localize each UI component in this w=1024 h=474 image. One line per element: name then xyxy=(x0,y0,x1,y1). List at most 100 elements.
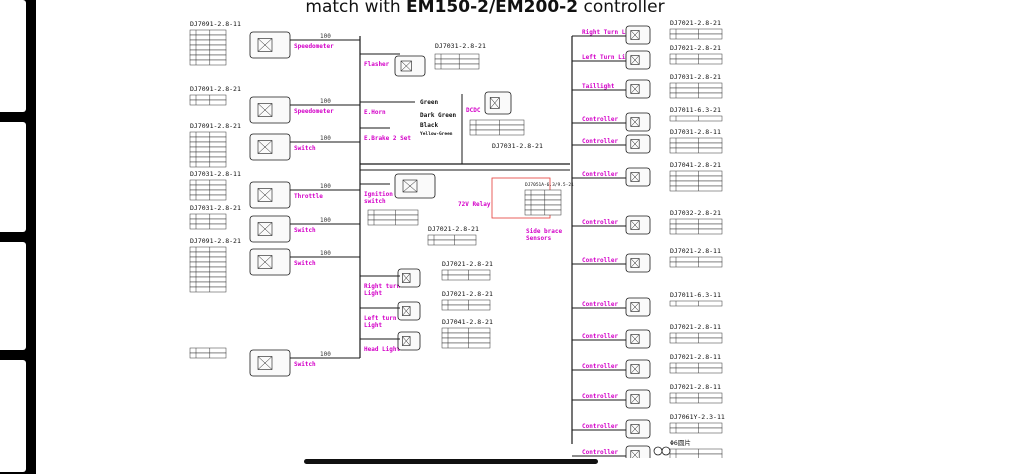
pin-row xyxy=(189,34,227,41)
code-controller: DJ7051A-6.3/9.5-21 xyxy=(525,182,574,188)
connector-socket xyxy=(630,84,640,94)
connector-body xyxy=(625,25,651,45)
label-right-2: Taillight xyxy=(582,83,615,90)
code-right-3: DJ7011-6.3-21 xyxy=(670,106,721,114)
pin-table-left-4 xyxy=(189,213,227,230)
length-left-2: 100 xyxy=(320,135,331,142)
connector-socket xyxy=(402,336,411,346)
connector-body xyxy=(249,215,291,243)
pin-row xyxy=(189,94,227,101)
pin-row xyxy=(669,170,723,177)
pin-row xyxy=(189,276,227,283)
connector-socket xyxy=(402,179,418,193)
label-left-2: Switch xyxy=(294,145,316,152)
code-right-10: DJ7021-2.8-11 xyxy=(670,353,721,361)
connector-body xyxy=(249,96,291,124)
connector-socket xyxy=(630,30,640,40)
connector-socket xyxy=(257,140,273,154)
code-right-13: Φ6圆片 xyxy=(670,438,691,447)
page-thumbnail-4[interactable] xyxy=(0,360,26,472)
label-left-3: Throttle xyxy=(294,193,323,200)
connector-socket xyxy=(630,172,640,182)
connector-right-2 xyxy=(625,79,651,99)
label-right-7: Controller xyxy=(582,257,619,264)
pin-table-controller xyxy=(524,189,562,216)
pin-table-right-11 xyxy=(669,392,723,404)
connector-socket xyxy=(402,306,411,316)
connector-right-7 xyxy=(625,253,651,273)
connector-right-4 xyxy=(625,134,651,154)
connector-socket xyxy=(630,84,640,94)
connector-socket xyxy=(489,97,500,109)
page-thumbnail-2[interactable] xyxy=(0,122,26,232)
connector-code-left-3: DJ7031-2.8-11 xyxy=(190,170,241,178)
pin-row xyxy=(189,59,227,66)
label-left-1: Speedometer xyxy=(294,108,334,115)
connector-code-left-4: DJ7031-2.8-21 xyxy=(190,204,241,212)
connector-socket xyxy=(257,255,273,269)
pin-row xyxy=(524,209,562,216)
connector-body xyxy=(484,91,512,115)
label-left-4: Switch xyxy=(294,227,316,234)
connector-socket xyxy=(257,222,273,236)
ring-terminal xyxy=(661,446,671,456)
pin-row xyxy=(669,261,723,268)
pin-table-right-5 xyxy=(669,170,723,192)
pin-row xyxy=(434,53,480,60)
pin-row xyxy=(189,261,227,268)
pin-row xyxy=(367,209,419,216)
pin-row xyxy=(669,82,723,89)
label-right-5: Controller xyxy=(582,171,619,178)
connector-socket xyxy=(630,394,640,404)
connector-socket xyxy=(630,139,640,149)
connector-socket xyxy=(630,302,640,312)
pin-table-mid-0 xyxy=(427,234,477,246)
pin-row xyxy=(441,332,491,339)
label-right-3: Controller xyxy=(582,116,619,123)
pin-row xyxy=(189,161,227,168)
title-suffix: controller xyxy=(578,0,665,17)
length-left-3: 100 xyxy=(320,183,331,190)
connector-socket xyxy=(630,424,640,434)
connector-socket xyxy=(400,60,412,72)
pin-row xyxy=(367,214,419,221)
connector-socket xyxy=(257,255,273,269)
connector-socket xyxy=(630,364,640,374)
pin-row xyxy=(434,58,480,65)
connector-left-4 xyxy=(249,215,291,243)
page-thumbnail-3[interactable] xyxy=(0,242,26,350)
pin-row xyxy=(189,146,227,153)
pin-row xyxy=(524,204,562,211)
connector-socket xyxy=(630,364,640,374)
pin-table-dj7031-top xyxy=(434,53,480,70)
pin-table-left-1 xyxy=(189,94,227,106)
length-left-0: 100 xyxy=(320,33,331,40)
connector-right-13 xyxy=(625,445,651,458)
pin-row xyxy=(669,92,723,99)
connector-body xyxy=(249,349,291,377)
pin-row xyxy=(189,99,227,106)
pin-row xyxy=(441,327,491,334)
pin-row xyxy=(669,58,723,65)
page-thumbnail-1[interactable] xyxy=(0,0,26,112)
pin-table-right-9 xyxy=(669,332,723,344)
connector-code-left-2: DJ7091-2.8-21 xyxy=(190,122,241,130)
home-indicator[interactable] xyxy=(304,459,598,464)
pin-row xyxy=(669,142,723,149)
connector-left-5 xyxy=(249,248,291,276)
pin-table-right-4 xyxy=(669,137,723,154)
connector-head-light xyxy=(397,331,421,351)
connector-socket xyxy=(630,139,640,149)
connector-dcdc xyxy=(484,91,512,115)
connector-body xyxy=(625,112,651,132)
pin-row xyxy=(524,194,562,201)
code-mid-3: DJ7041-2.8-21 xyxy=(442,318,493,326)
connector-left-2 xyxy=(249,133,291,161)
pin-row xyxy=(669,175,723,182)
pin-row xyxy=(189,266,227,273)
pin-table-mid-2 xyxy=(441,299,491,311)
connector-right-5 xyxy=(625,167,651,187)
pin-row xyxy=(669,448,723,455)
